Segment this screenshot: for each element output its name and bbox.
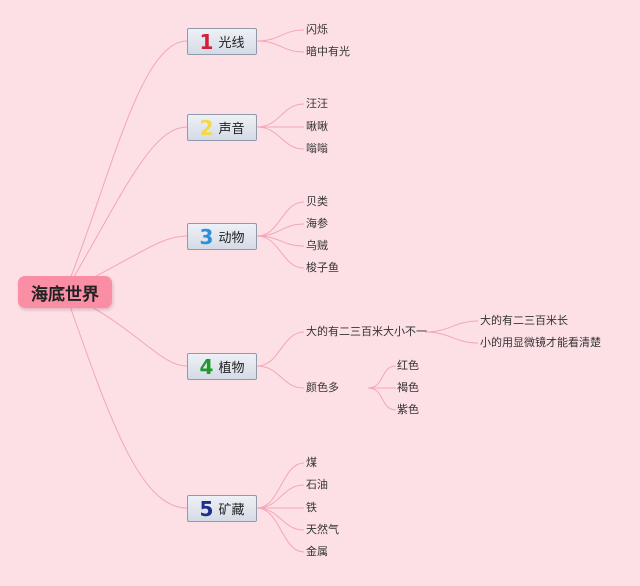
branch-label: 矿藏: [218, 503, 245, 518]
leaf-node[interactable]: 海参: [306, 217, 328, 230]
branch-node-1[interactable]: 1 光线: [187, 28, 257, 55]
connector: [256, 29, 305, 42]
leaf-node[interactable]: 大的有二三百米长: [480, 314, 568, 327]
connector: [256, 484, 305, 509]
leaf-node[interactable]: 红色: [397, 359, 419, 372]
connector: [64, 291, 188, 509]
leaf-node[interactable]: 小的用显微镜才能看清楚: [480, 336, 601, 349]
leaf-node[interactable]: 铁: [306, 501, 317, 514]
leaf-node[interactable]: 褐色: [397, 381, 419, 394]
branch-label: 植物: [218, 361, 245, 376]
connector: [424, 331, 479, 344]
leaf-node[interactable]: 紫色: [397, 403, 419, 416]
leaf-node[interactable]: 梭子鱼: [306, 261, 339, 274]
leaf-node[interactable]: 闪烁: [306, 23, 328, 36]
branch-number: 3: [199, 224, 214, 249]
connector: [256, 507, 305, 553]
branch-node-2[interactable]: 2 声音: [187, 114, 257, 141]
leaf-node[interactable]: 汪汪: [306, 97, 328, 110]
leaf-node[interactable]: 贝类: [306, 195, 328, 208]
branch-node-5[interactable]: 5 矿藏: [187, 495, 257, 522]
connector: [64, 40, 188, 293]
connector: [256, 331, 305, 367]
branch-label: 动物: [218, 231, 245, 246]
leaf-node[interactable]: 嗡嗡: [306, 142, 328, 155]
root-node[interactable]: 海底世界: [18, 276, 112, 308]
connector: [256, 201, 305, 237]
connector: [256, 223, 305, 237]
connector: [367, 365, 397, 389]
leaf-node[interactable]: 颜色多: [306, 381, 339, 394]
connector: [256, 507, 305, 531]
connector: [367, 387, 397, 411]
connector: [256, 235, 305, 269]
leaf-node[interactable]: 啾啾: [306, 120, 328, 133]
leaf-node[interactable]: 天然气: [306, 523, 339, 536]
branch-node-4[interactable]: 4 植物: [187, 353, 257, 380]
branch-node-3[interactable]: 3 动物: [187, 223, 257, 250]
connector: [256, 103, 305, 128]
connector: [256, 365, 305, 389]
leaf-node[interactable]: 暗中有光: [306, 45, 350, 58]
branch-number: 1: [199, 29, 214, 54]
root-label: 海底世界: [31, 284, 99, 305]
leaf-node[interactable]: 乌贼: [306, 239, 328, 252]
connector: [256, 462, 305, 509]
branch-number: 2: [199, 115, 214, 140]
leaf-node[interactable]: 大的有二三百米大小不一: [306, 325, 427, 338]
branch-number: 4: [199, 354, 214, 379]
leaf-node[interactable]: 金属: [306, 545, 328, 558]
branch-label: 声音: [218, 122, 245, 137]
connector: [424, 320, 479, 333]
connector: [64, 126, 188, 293]
connector: [256, 40, 305, 53]
branch-label: 光线: [218, 36, 245, 51]
leaf-node[interactable]: 煤: [306, 456, 317, 469]
connector: [256, 126, 305, 150]
leaf-node[interactable]: 石油: [306, 478, 328, 491]
branch-number: 5: [199, 496, 214, 521]
